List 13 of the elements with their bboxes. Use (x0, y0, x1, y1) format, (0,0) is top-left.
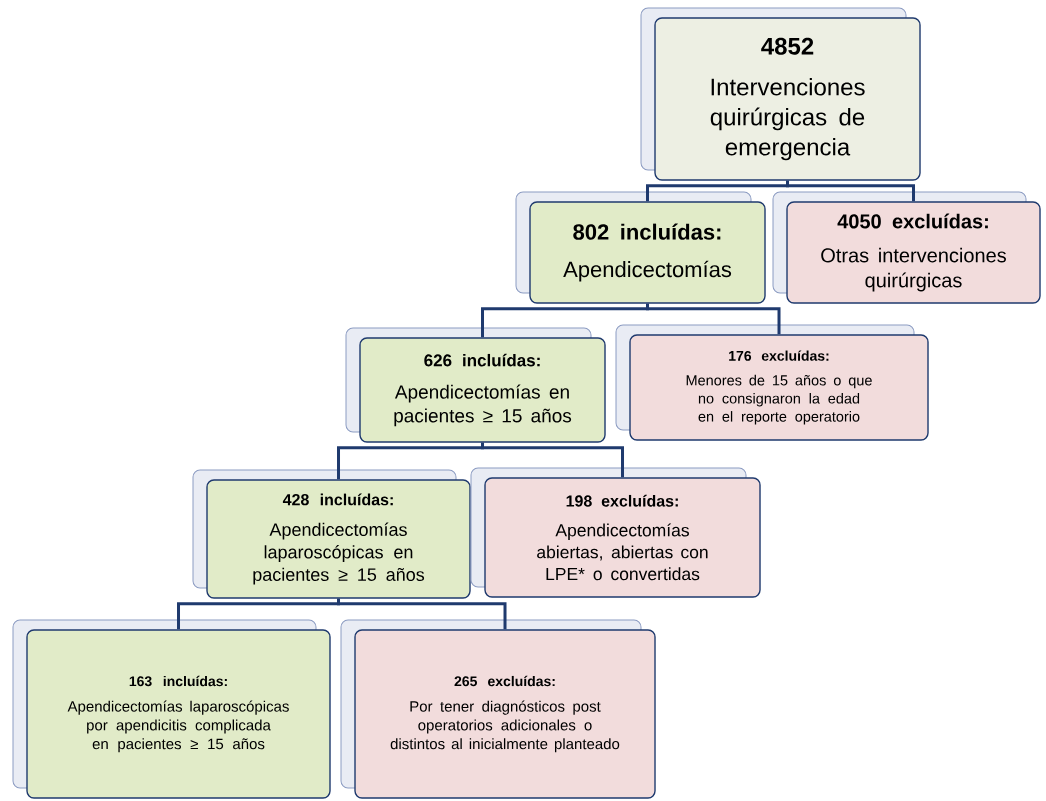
flow-box: 198 excluídas: Apendicectomías abiertas, abiertas con LPE* o convertidas (470, 467, 761, 598)
connector-line (646, 303, 781, 335)
flow-box: 428 incluídas: Apendicectomías laparoscópicas en pacientes ≥ 15 años (192, 469, 471, 599)
flow-box: 163 incluídas: Apendicectomías laparoscópicas por apendicitis complicada en pacientes ≥ 15 años (12, 619, 331, 799)
flow-box: 176 excluídas: Menores de 15 años o que no consignaron la edad en el reporte operatorio (615, 324, 929, 441)
connector-line (786, 180, 915, 202)
connector-line (481, 442, 624, 478)
connector-line (337, 598, 507, 630)
flow-box: 4050 excluídas: Otras intervenciones quirúrgicas (772, 191, 1041, 304)
flow-box: 626 incluídas: Apendicectomías en pacientes ≥ 15 años (345, 327, 606, 443)
flow-box: 802 incluídas: Apendicectomías (515, 191, 766, 304)
flow-box: 4852 Intervenciones quirúrgicas de emergencia (640, 7, 921, 181)
flow-box: 265 excluídas: Por tener diagnósticos post operatorios adicionales o distintos al inicialmente planteado (340, 619, 656, 799)
